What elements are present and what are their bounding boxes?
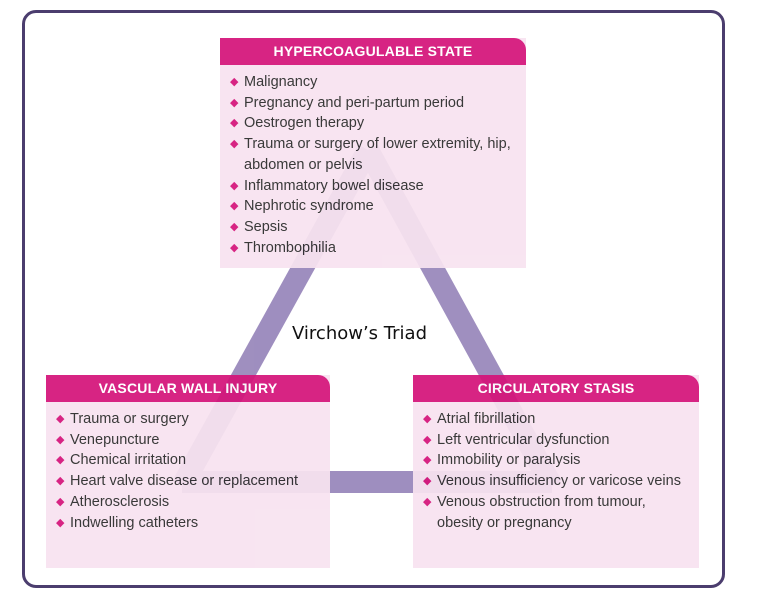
circulatory-stasis-box: CIRCULATORY STASIS ◆Atrial fibrillation◆… xyxy=(413,375,699,568)
diamond-bullet-icon: ◆ xyxy=(230,179,239,192)
list-item: ◆ Atrial fibrillation xyxy=(423,409,691,430)
list-item: ◆ Indwelling catheters xyxy=(56,513,322,534)
list-item: ◆ Pregnancy and peri-partum period xyxy=(230,93,518,114)
list-item-text: Immobility or paralysis xyxy=(437,452,581,469)
list-item: ◆ Heart valve disease or replacement xyxy=(56,471,322,492)
list-item-text: Left ventricular dysfunction xyxy=(437,431,610,448)
diamond-bullet-icon: ◆ xyxy=(423,454,432,467)
list-item: ◆ Nephrotic syndrome xyxy=(230,196,518,217)
diamond-bullet-icon: ◆ xyxy=(56,433,65,446)
diamond-bullet-icon: ◆ xyxy=(56,516,65,529)
diamond-bullet-icon: ◆ xyxy=(230,96,239,109)
list-item-text: Nephrotic syndrome xyxy=(244,198,374,215)
diamond-bullet-icon: ◆ xyxy=(56,475,65,488)
list-item: ◆ Atherosclerosis xyxy=(56,492,322,513)
list-item-text: Indwelling catheters xyxy=(70,514,199,531)
list-item: ◆ Venepuncture xyxy=(56,430,322,451)
diamond-bullet-icon: ◆ xyxy=(230,200,239,213)
list-item-text: Inflammatory bowel disease xyxy=(244,177,424,194)
list-item-text: Malignancy xyxy=(244,74,318,90)
list-item-text: Venous insufficiency or varicose veins xyxy=(437,473,681,490)
list-item: ◆ Venous obstruction from tumour, obesity… xyxy=(423,492,691,533)
hypercoagulable-state-header: HYPERCOAGULABLE STATE xyxy=(220,38,526,65)
list-item-text: Chemical irritation xyxy=(70,452,187,469)
list-item: ◆ Left ventricular dysfunction xyxy=(423,430,691,451)
list-item-text: Thrombophilia xyxy=(244,239,336,256)
list-item-text: Atrial fibrillation xyxy=(437,411,536,427)
diamond-bullet-icon: ◆ xyxy=(230,76,239,88)
diamond-bullet-icon: ◆ xyxy=(230,220,239,233)
vascular-wall-injury-list: ◆ Trauma or surgery ◆ Venepuncture ◆ Chemical… xyxy=(46,402,330,533)
list-item-text: Oestrogen therapy xyxy=(244,115,365,132)
diamond-bullet-icon: ◆ xyxy=(56,454,65,467)
diamond-bullet-icon: ◆ xyxy=(423,413,432,425)
diamond-bullet-icon: ◆ xyxy=(230,117,239,130)
circulatory-stasis-list: ◆ Atrial fibrillation ◆ Left ventricular dy… xyxy=(413,402,699,533)
list-item: ◆ Trauma or surgery of lower extremity, h… xyxy=(230,134,518,175)
vascular-wall-injury-box: VASCULAR WALL INJURY ◆Trauma or surgery◆… xyxy=(46,375,330,568)
list-item-text: Pregnancy and peri-partum period xyxy=(244,94,465,111)
list-item-text: Atherosclerosis xyxy=(70,493,170,510)
list-item-text: Venepuncture xyxy=(70,431,160,448)
list-item: ◆ Malignancy xyxy=(230,72,518,93)
list-item: ◆ Sepsis xyxy=(230,217,518,238)
diagram-title: Virchow’s Triad xyxy=(292,323,427,344)
diamond-bullet-icon: ◆ xyxy=(56,413,65,425)
list-item-text: Trauma or surgery xyxy=(70,411,189,427)
diamond-bullet-icon: ◆ xyxy=(56,495,65,508)
list-item-text: Venous obstruction from tumour, obesity … xyxy=(437,493,646,531)
vascular-wall-injury-header: VASCULAR WALL INJURY xyxy=(46,375,330,402)
list-item-text: Heart valve disease or replacement xyxy=(70,473,299,490)
list-item-text: Sepsis xyxy=(244,218,288,235)
list-item: ◆ Immobility or paralysis xyxy=(423,450,691,471)
hypercoagulable-state-list: ◆ Malignancy ◆ Pregnancy and peri-partum pe… xyxy=(220,65,526,258)
diamond-bullet-icon: ◆ xyxy=(423,495,432,508)
list-item: ◆ Venous insufficiency or varicose veins xyxy=(423,471,691,492)
list-item: ◆ Trauma or surgery xyxy=(56,409,322,430)
list-item: ◆ Chemical irritation xyxy=(56,450,322,471)
diamond-bullet-icon: ◆ xyxy=(423,433,432,446)
list-item: ◆ Oestrogen therapy xyxy=(230,113,518,134)
list-item-text: Trauma or surgery of lower extremity, hi… xyxy=(244,136,511,173)
diamond-bullet-icon: ◆ xyxy=(230,241,239,254)
list-item: ◆ Inflammatory bowel disease xyxy=(230,176,518,197)
hypercoagulable-state-box: HYPERCOAGULABLE STATE ◆ Malignancy ◆ Pregna… xyxy=(220,38,526,268)
list-item: ◆ Thrombophilia xyxy=(230,238,518,259)
diamond-bullet-icon: ◆ xyxy=(423,475,432,488)
circulatory-stasis-header: CIRCULATORY STASIS xyxy=(413,375,699,402)
diamond-bullet-icon: ◆ xyxy=(230,138,239,151)
